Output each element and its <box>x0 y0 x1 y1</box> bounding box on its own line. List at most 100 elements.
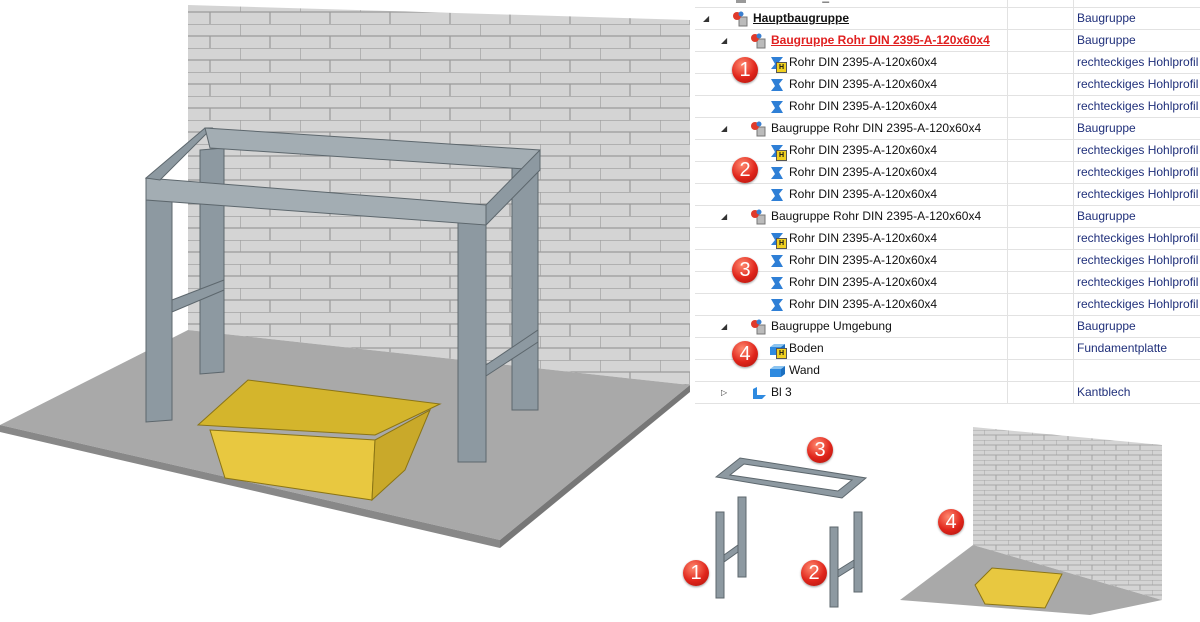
tree-column-2 <box>1007 360 1008 381</box>
solid-icon <box>768 363 786 379</box>
tree-item-label: Rohr DIN 2395-A-120x60x4 <box>789 55 938 69</box>
tree-item-type: Fundamentplatte <box>1073 338 1167 359</box>
frame-side-illustration-2 <box>829 511 863 608</box>
tree-item-label: Hauptbaugruppe <box>753 11 849 25</box>
tree-item-type: Kantblech <box>1073 382 1130 403</box>
tree-item-label: Baugruppe Rohr DIN 2395-A-120x60x4 <box>771 209 982 223</box>
collapse-toggle-icon[interactable]: ◢ <box>703 14 710 23</box>
tree-row[interactable]: Rohr DIN 2395-A-120x60x4 rechteckiges Hoh… <box>695 162 1200 184</box>
tree-item-label: Rohr DIN 2395-A-120x60x4 <box>789 275 938 289</box>
tree-item-type: Baugruppe <box>1073 206 1136 227</box>
tree-column-2 <box>1007 118 1008 139</box>
profile-icon: H <box>768 231 787 249</box>
tree-item-type: rechteckiges Hohlprofil <box>1073 294 1198 315</box>
main-part-marker-icon: H <box>776 348 787 359</box>
tree-item-label: Rohr DIN 2395-A-120x60x4 <box>789 165 938 179</box>
tree-row[interactable]: Rohr DIN 2395-A-120x60x4 rechteckiges Hoh… <box>695 184 1200 206</box>
tree-row[interactable]: TRAGWERK_POST <box>695 0 1200 8</box>
tree-item-label: Rohr DIN 2395-A-120x60x4 <box>789 77 938 91</box>
environment-illustration <box>900 427 1162 615</box>
tree-column-2 <box>1007 184 1008 205</box>
profile-icon <box>768 77 786 93</box>
assembly-icon <box>750 209 768 225</box>
tree-row[interactable]: Rohr DIN 2395-A-120x60x4 rechteckiges Hoh… <box>695 294 1200 316</box>
profile-icon <box>768 275 786 291</box>
tree-item-type: rechteckiges Hohlprofil <box>1073 74 1198 95</box>
profile-icon <box>768 297 786 313</box>
assembly-icon <box>750 319 768 335</box>
tree-item-type: rechteckiges Hohlprofil <box>1073 140 1198 161</box>
badge-1-illustration: 1 <box>683 560 709 586</box>
tree-column-2 <box>1007 316 1008 337</box>
assembly-icon <box>750 33 768 49</box>
assembly-icon <box>732 11 750 27</box>
tree-column-2 <box>1007 0 1008 7</box>
tree-item-label: Baugruppe Umgebung <box>771 319 892 333</box>
tree-item-type: rechteckiges Hohlprofil <box>1073 52 1198 73</box>
tree-column-2 <box>1007 30 1008 51</box>
profile-icon <box>768 253 786 269</box>
structure-tree[interactable]: TRAGWERK_POST◢HauptbaugruppeBaugruppe◢Ba… <box>695 0 1200 404</box>
tree-column-2 <box>1007 294 1008 315</box>
tree-item-type: rechteckiges Hohlprofil <box>1073 96 1198 117</box>
tree-column-2 <box>1007 8 1008 29</box>
badge-3-illustration: 3 <box>807 437 833 463</box>
expand-toggle-icon[interactable]: ▷ <box>721 388 728 397</box>
tree-row[interactable]: Wand <box>695 360 1200 382</box>
profile-icon <box>768 165 786 181</box>
tree-item-type: Baugruppe <box>1073 316 1136 337</box>
tree-item-label: TRAGWERK_POST <box>753 0 862 7</box>
tree-column-2 <box>1007 96 1008 117</box>
tree-column-2 <box>1007 250 1008 271</box>
tree-column-2 <box>1007 140 1008 161</box>
assembly-icon <box>750 121 768 137</box>
tree-item-type <box>1073 360 1077 381</box>
tree-column-2 <box>1007 74 1008 95</box>
collapse-toggle-icon[interactable]: ◢ <box>721 124 728 133</box>
tree-column-2 <box>1007 162 1008 183</box>
tree-item-type: rechteckiges Hohlprofil <box>1073 250 1198 271</box>
collapse-toggle-icon[interactable]: ◢ <box>721 36 728 45</box>
profile-icon <box>768 99 786 115</box>
badge-4: 4 <box>732 341 758 367</box>
tree-row[interactable]: Rohr DIN 2395-A-120x60x4 rechteckiges Hoh… <box>695 272 1200 294</box>
tree-column-2 <box>1007 338 1008 359</box>
frame-top-illustration <box>714 457 868 499</box>
badge-1: 1 <box>732 57 758 83</box>
tree-column-2 <box>1007 52 1008 73</box>
collapse-toggle-icon[interactable]: ◢ <box>721 322 728 331</box>
tree-item-label: Boden <box>789 341 824 355</box>
tree-item-label: Rohr DIN 2395-A-120x60x4 <box>789 187 938 201</box>
tree-row[interactable]: Rohr DIN 2395-A-120x60x4 rechteckiges Hoh… <box>695 74 1200 96</box>
tree-item-label: Wand <box>789 363 820 377</box>
steel-frame <box>144 127 541 463</box>
profile-icon: H <box>768 143 787 161</box>
tree-row[interactable]: ◢ Baugruppe Umgebung Baugruppe <box>695 316 1200 338</box>
frame-side-illustration-1 <box>715 496 747 599</box>
tray <box>196 379 442 502</box>
part-icon <box>732 0 750 5</box>
tree-item-type: rechteckiges Hohlprofil <box>1073 272 1198 293</box>
tree-item-type: Baugruppe <box>1073 118 1136 139</box>
tree-item-type: rechteckiges Hohlprofil <box>1073 162 1198 183</box>
collapse-toggle-icon[interactable]: ◢ <box>721 212 728 221</box>
tree-item-label: Rohr DIN 2395-A-120x60x4 <box>789 231 938 245</box>
badge-4-illustration: 4 <box>938 509 964 535</box>
tree-column-2 <box>1007 382 1008 403</box>
tree-item-label: Rohr DIN 2395-A-120x60x4 <box>789 297 938 311</box>
tree-row[interactable]: ◢ Baugruppe Rohr DIN 2395-A-120x60x4 Baugr… <box>695 206 1200 228</box>
badge-2: 2 <box>732 157 758 183</box>
tree-item-type <box>1073 0 1077 7</box>
tree-item-type: rechteckiges Hohlprofil <box>1073 184 1198 205</box>
